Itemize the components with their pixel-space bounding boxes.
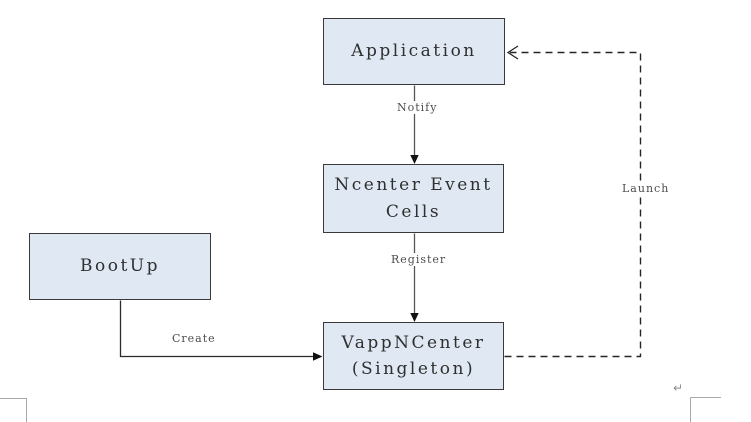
launch-dashed-arrow xyxy=(504,45,642,358)
edge-label-register: Register xyxy=(388,253,450,266)
node-application: Application xyxy=(323,18,505,85)
margin-corner-mark-right xyxy=(690,397,721,422)
register-arrow xyxy=(410,233,419,322)
paragraph-return-mark: ↵ xyxy=(673,381,684,395)
node-bootup: BootUp xyxy=(29,233,211,300)
notify-arrow xyxy=(410,85,419,164)
edge-label-create: Create xyxy=(169,332,219,345)
edge-label-notify: Notify xyxy=(394,101,441,114)
edge-label-launch: Launch xyxy=(619,182,673,195)
create-arrow xyxy=(119,300,323,361)
node-ncenter-event-cells: Ncenter Event Cells xyxy=(323,164,504,233)
margin-corner-mark-left xyxy=(0,398,27,422)
node-vappncenter-singleton: VappNCenter (Singleton) xyxy=(323,322,504,390)
